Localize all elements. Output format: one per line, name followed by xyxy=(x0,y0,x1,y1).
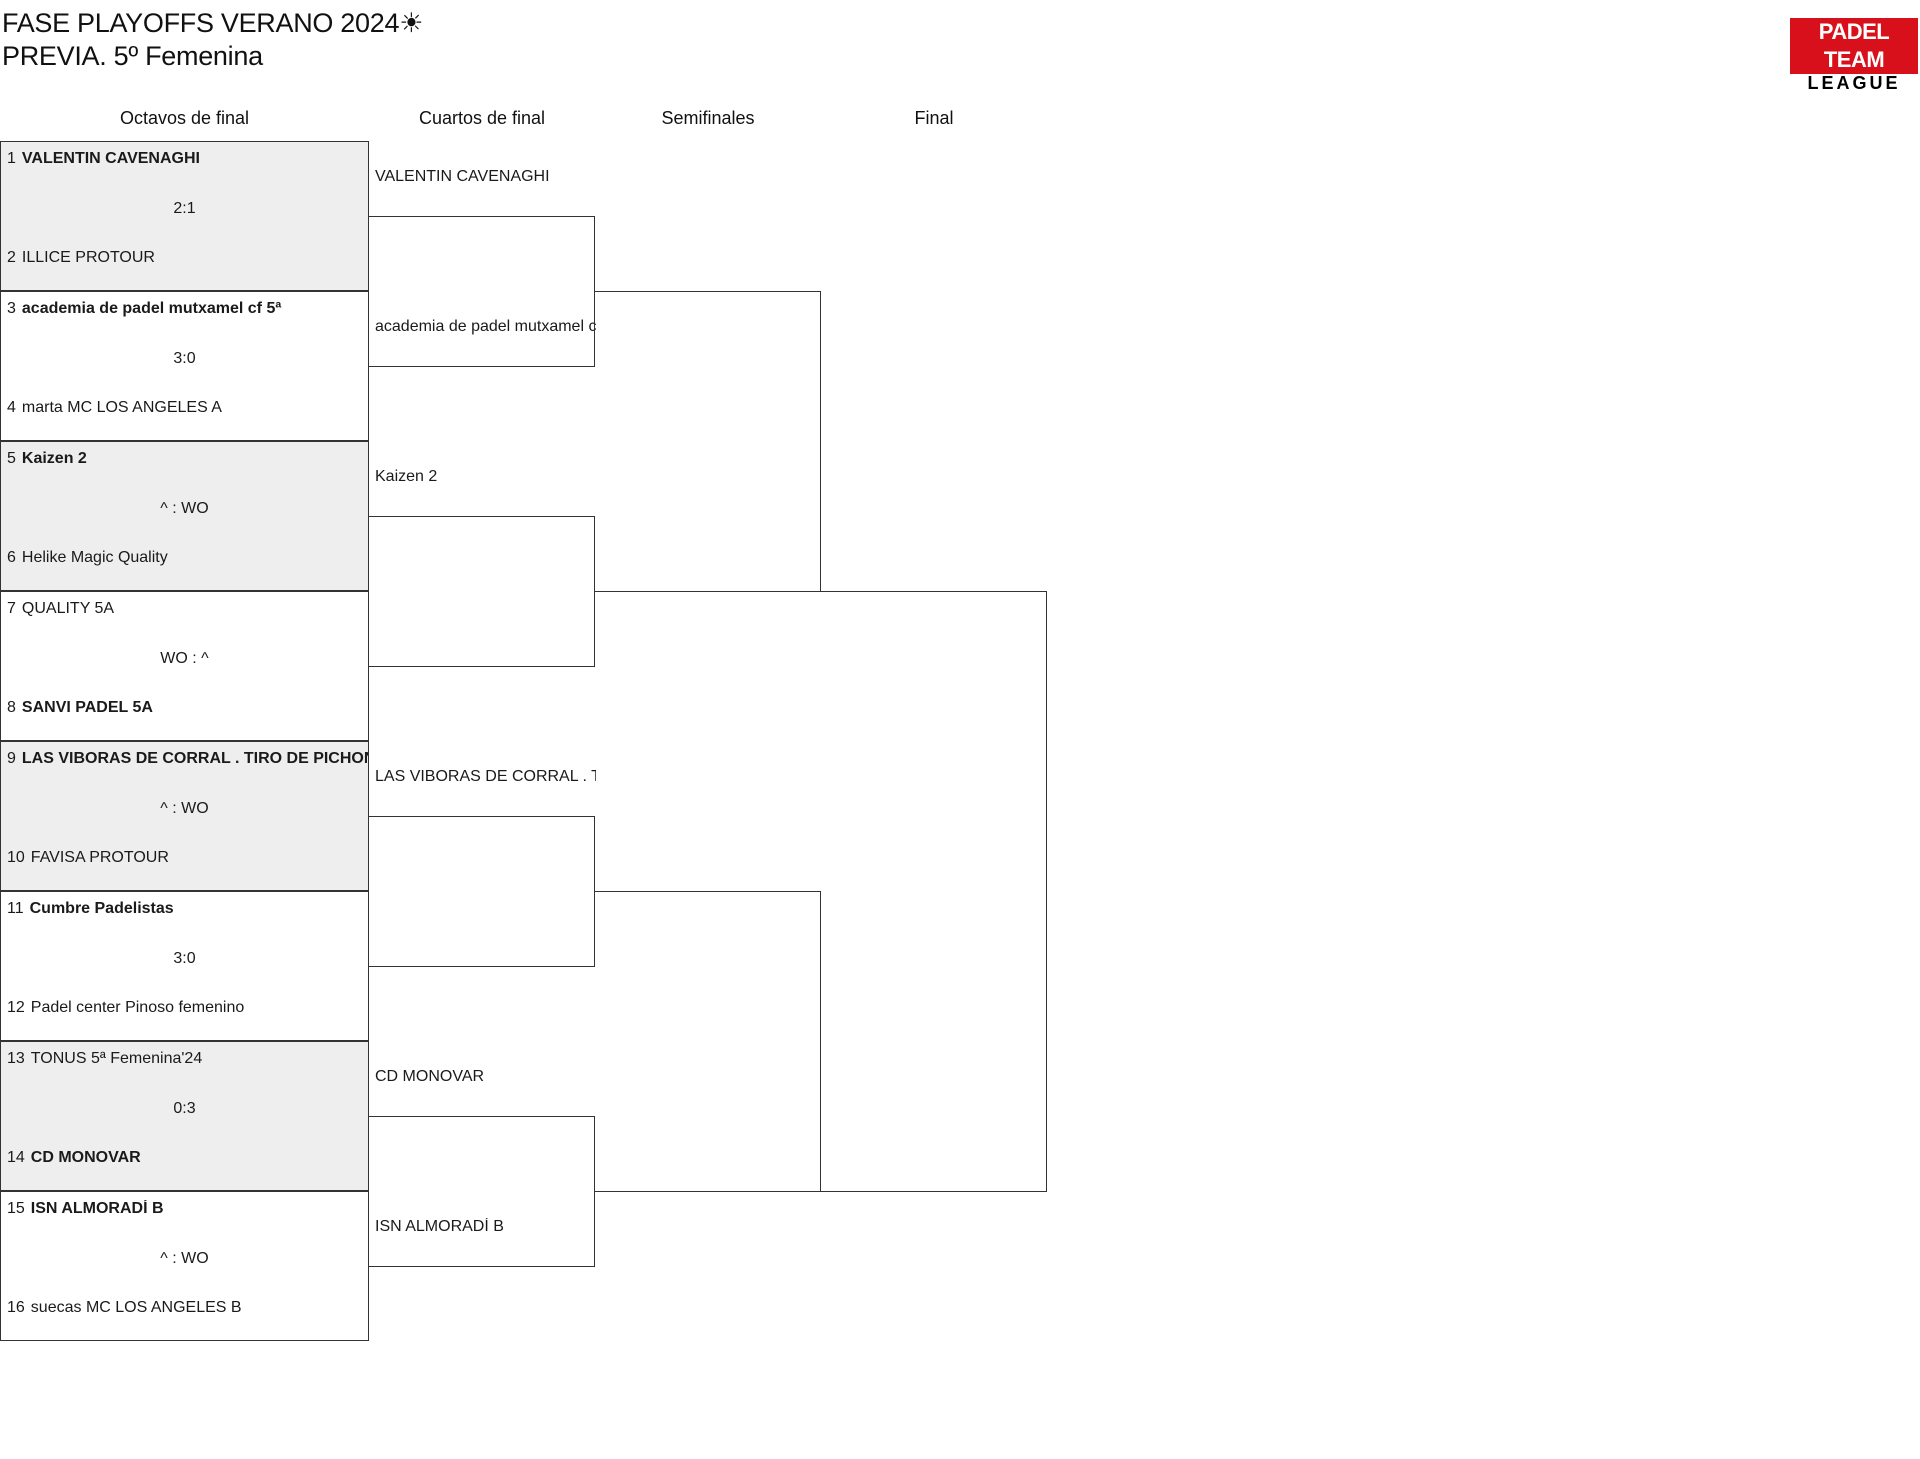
match-card[interactable]: 13 TONUS 5ª Femenina'24 0:3 14 CD MONOVAR xyxy=(0,1041,369,1191)
team-name: VALENTIN CAVENAGHI xyxy=(21,150,200,167)
match-card[interactable]: 5 Kaizen 2 ^ : WO 6 Helike Magic Quality xyxy=(0,441,369,591)
seed-number: 3 xyxy=(7,300,16,317)
quarterfinal-team: academia de padel mutxamel cf 5ª xyxy=(375,318,596,335)
seed-number: 10 xyxy=(7,849,25,866)
seed-number: 1 xyxy=(7,150,16,167)
match-score: 3:0 xyxy=(173,950,196,967)
seed-number: 15 xyxy=(7,1200,25,1217)
round-header-final: Final xyxy=(914,108,954,128)
team-name: ILLICE PROTOUR xyxy=(21,249,155,266)
team-row: 10 FAVISA PROTOUR xyxy=(7,849,368,867)
match-score: ^ : WO xyxy=(160,1250,209,1267)
seed-number: 13 xyxy=(7,1050,25,1067)
team-name: Padel center Pinoso femenino xyxy=(30,999,245,1016)
team-row: 5 Kaizen 2 xyxy=(7,450,368,468)
team-row: 11 Cumbre Padelistas xyxy=(7,900,368,918)
team-row: 7 QUALITY 5A xyxy=(7,600,368,618)
match-card[interactable]: 1 VALENTIN CAVENAGHI 2:1 2 ILLICE PROTOUR xyxy=(0,141,369,291)
team-row: 6 Helike Magic Quality xyxy=(7,549,368,567)
quarterfinal-team: Kaizen 2 xyxy=(375,468,438,485)
team-name: FAVISA PROTOUR xyxy=(30,849,169,866)
seed-number: 16 xyxy=(7,1299,25,1316)
seed-number: 2 xyxy=(7,249,16,266)
match-card[interactable]: 11 Cumbre Padelistas 3:0 12 Padel center Pin… xyxy=(0,891,369,1041)
quarterfinal-team: ISN ALMORADÍ B xyxy=(375,1218,504,1235)
team-row: 8 SANVI PADEL 5A xyxy=(7,699,368,717)
match-card[interactable]: 15 ISN ALMORADÍ B ^ : WO 16 suecas MC LOS AN… xyxy=(0,1191,369,1341)
match-score: 3:0 xyxy=(173,350,196,367)
logo-top: PADEL TEAM xyxy=(1790,18,1918,74)
team-row: 12 Padel center Pinoso femenino xyxy=(7,999,368,1017)
bracket-connector xyxy=(595,891,821,1192)
team-name: Cumbre Padelistas xyxy=(29,900,174,917)
match-card[interactable]: 3 academia de padel mutxamel cf 5ª 3:0 4 mar… xyxy=(0,291,369,441)
match-score: ^ : WO xyxy=(160,500,209,517)
logo-bottom: LEAGUE xyxy=(1807,73,1901,93)
team-name: marta MC LOS ANGELES A xyxy=(21,399,222,416)
seed-number: 7 xyxy=(7,600,16,617)
match-score: 2:1 xyxy=(173,200,196,217)
page-subtitle: PREVIA. 5º Femenina xyxy=(2,41,263,71)
team-name: suecas MC LOS ANGELES B xyxy=(30,1299,242,1316)
quarterfinal-team: LAS VIBORAS DE CORRAL . TIRO DE PICHON L… xyxy=(375,768,596,785)
team-row: 15 ISN ALMORADÍ B xyxy=(7,1200,368,1218)
seed-number: 12 xyxy=(7,999,25,1016)
seed-number: 6 xyxy=(7,549,16,566)
team-name: academia de padel mutxamel cf 5ª xyxy=(21,300,282,317)
team-name: Kaizen 2 xyxy=(21,450,87,467)
team-row: 13 TONUS 5ª Femenina'24 xyxy=(7,1050,368,1068)
team-name: QUALITY 5A xyxy=(21,600,115,617)
seed-number: 9 xyxy=(7,750,16,767)
match-card[interactable]: 7 QUALITY 5A WO : ^ 8 SANVI PADEL 5A xyxy=(0,591,369,741)
bracket-connector xyxy=(595,291,821,592)
match-card[interactable]: 9 LAS VIBORAS DE CORRAL . TIRO DE PICHON … xyxy=(0,741,369,891)
seed-number: 4 xyxy=(7,399,16,416)
quarterfinal-team: CD MONOVAR xyxy=(375,1068,485,1085)
bracket-connector xyxy=(369,1116,595,1267)
seed-number: 11 xyxy=(7,900,24,917)
match-score: ^ : WO xyxy=(160,800,209,817)
bracket-connector xyxy=(821,591,1047,1192)
league-logo: PADEL TEAM LEAGUE xyxy=(1790,18,1918,92)
round-header-cuartos: Cuartos de final xyxy=(418,108,546,128)
team-row: 2 ILLICE PROTOUR xyxy=(7,249,368,267)
team-name: CD MONOVAR xyxy=(30,1149,141,1166)
team-row: 3 academia de padel mutxamel cf 5ª xyxy=(7,300,368,318)
team-name: LAS VIBORAS DE CORRAL . TIRO DE PICHON L… xyxy=(21,750,368,767)
team-row: 9 LAS VIBORAS DE CORRAL . TIRO DE PICHON … xyxy=(7,750,368,768)
team-name: Helike Magic Quality xyxy=(21,549,168,566)
round-header-semifinales: Semifinales xyxy=(661,108,755,128)
team-name: SANVI PADEL 5A xyxy=(21,699,153,716)
round-header-octavos: Octavos de final xyxy=(119,108,250,128)
page-title: FASE PLAYOFFS VERANO 2024☀ xyxy=(2,8,424,38)
team-name: TONUS 5ª Femenina'24 xyxy=(30,1050,203,1067)
seed-number: 8 xyxy=(7,699,16,716)
team-row: 4 marta MC LOS ANGELES A xyxy=(7,399,368,417)
match-score: 0:3 xyxy=(173,1100,196,1117)
team-row: 1 VALENTIN CAVENAGHI xyxy=(7,150,368,168)
bracket-connector xyxy=(369,216,595,367)
seed-number: 5 xyxy=(7,450,16,467)
seed-number: 14 xyxy=(7,1149,25,1166)
team-row: 16 suecas MC LOS ANGELES B xyxy=(7,1299,368,1317)
quarterfinal-team: VALENTIN CAVENAGHI xyxy=(375,168,550,185)
team-row: 14 CD MONOVAR xyxy=(7,1149,368,1167)
match-score: WO : ^ xyxy=(160,650,209,667)
bracket-connector xyxy=(369,516,595,667)
bracket-connector xyxy=(369,816,595,967)
team-name: ISN ALMORADÍ B xyxy=(30,1200,164,1217)
